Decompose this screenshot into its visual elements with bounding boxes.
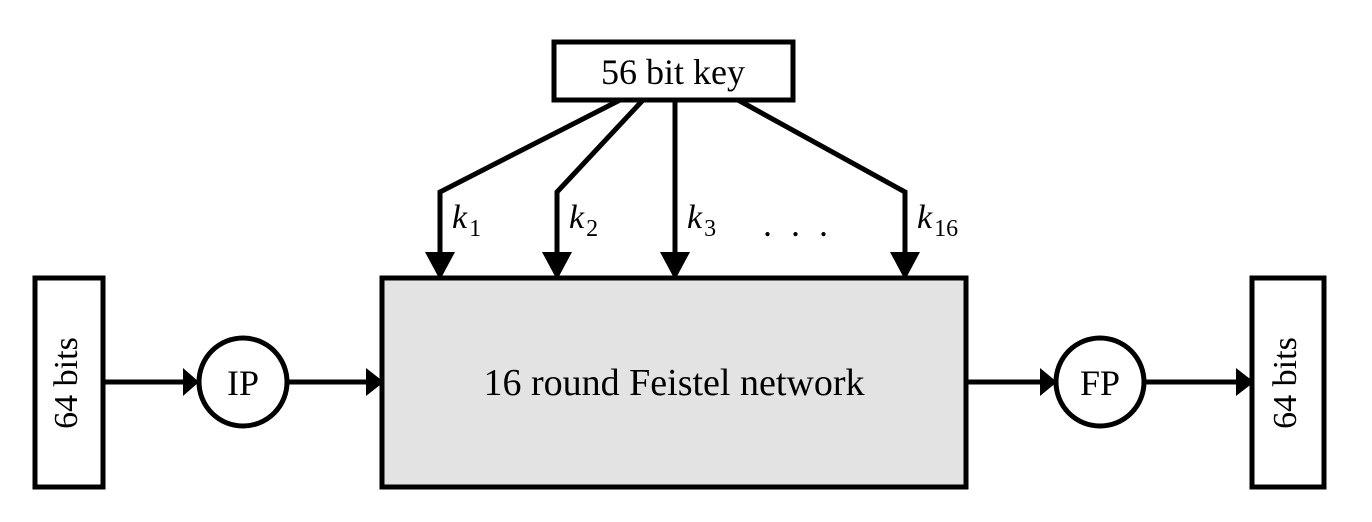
subkey-index-k16: 16 [934, 216, 958, 242]
arrowhead-k2 [542, 252, 572, 280]
arrowhead-k16 [890, 252, 920, 280]
subkey-index-k3: 3 [704, 216, 716, 242]
subkey-ellipsis: . . . [763, 204, 833, 244]
input-block-label: 64 bits [48, 337, 85, 429]
output-block: 64 bits [1249, 275, 1327, 490]
subkey-labels: k1 k2 k3 k16 . . . [452, 199, 958, 244]
flow-ip-to-network [287, 368, 384, 396]
key-connector-k16 [736, 97, 908, 258]
initial-permutation-node: IP [196, 335, 290, 429]
final-permutation-node: FP [1053, 335, 1147, 429]
key-connectors [437, 97, 908, 258]
flow-network-to-fp [966, 368, 1057, 396]
input-block-rect [32, 275, 106, 490]
subkey-base-k16: k [917, 199, 933, 236]
subkey-label-k16: k16 [917, 199, 958, 242]
arrowhead-input-ip [183, 368, 199, 396]
subkey-base-k3: k [687, 199, 703, 236]
subkey-base-k1: k [452, 199, 468, 236]
network-block-label: 16 round Feistel network [483, 362, 864, 404]
key-arrowheads [425, 252, 920, 280]
arrowhead-network-fp [1040, 368, 1057, 396]
subkey-index-k2: 2 [586, 216, 598, 242]
key-block-label: 56 bit key [601, 52, 745, 92]
output-block-label: 64 bits [1267, 337, 1304, 429]
subkey-base-k2: k [569, 199, 585, 236]
network-block: 16 round Feistel network [379, 275, 969, 490]
arrowhead-k1 [425, 252, 455, 280]
flow-fp-to-output [1144, 368, 1254, 396]
key-block: 56 bit key [551, 39, 796, 103]
subkey-index-k1: 1 [469, 216, 481, 242]
subkey-label-k2: k2 [569, 199, 598, 242]
final-permutation-label: FP [1080, 363, 1120, 403]
output-block-rect [1249, 275, 1327, 490]
arrowhead-fp-output [1236, 368, 1254, 396]
arrowhead-ip-network [366, 368, 384, 396]
network-block-rect [379, 275, 969, 490]
key-connector-k2 [554, 98, 645, 258]
subkey-label-k3: k3 [687, 199, 716, 242]
key-connector-k1 [437, 97, 622, 258]
input-block: 64 bits [32, 275, 106, 490]
initial-permutation-label: IP [227, 363, 259, 403]
flow-input-to-ip [103, 368, 199, 396]
arrowhead-k3 [660, 252, 690, 280]
subkey-label-k1: k1 [452, 199, 481, 242]
